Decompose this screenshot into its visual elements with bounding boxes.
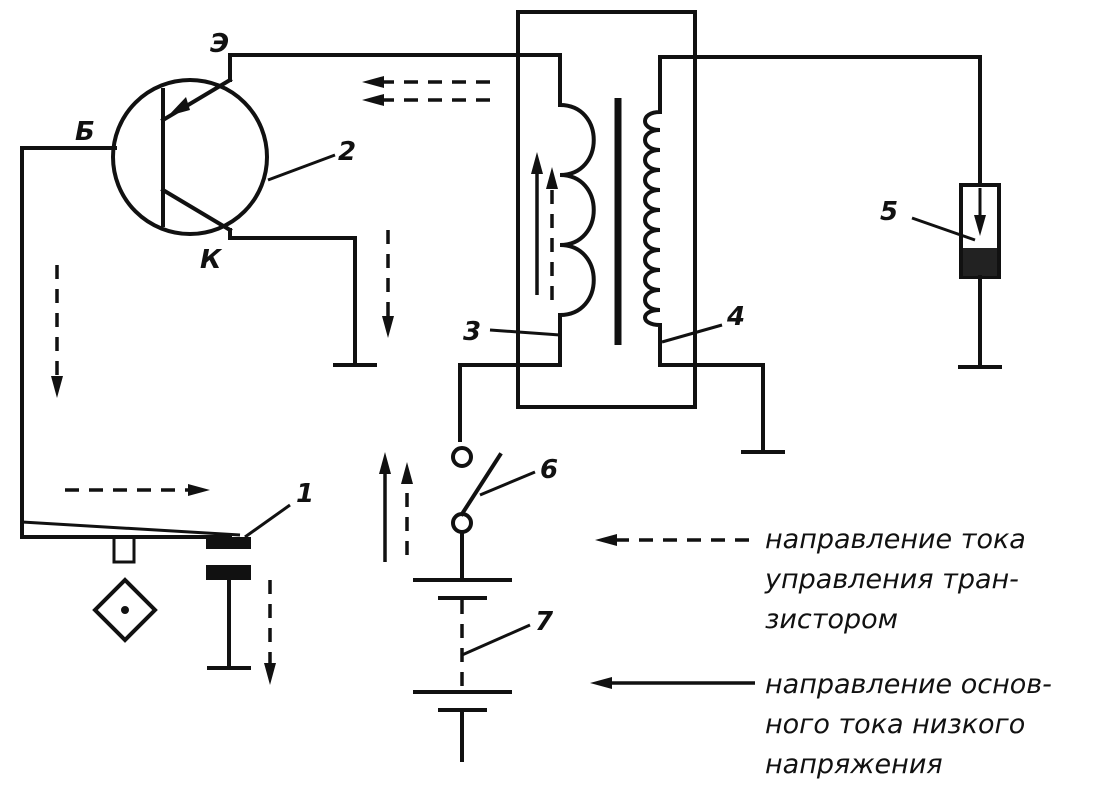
transistor-body <box>111 78 269 236</box>
label-4: 4 <box>726 302 745 332</box>
spark-plug-gap <box>963 248 997 276</box>
dashed-arrow-base-head <box>51 376 63 398</box>
spark-plug-arrow-head <box>974 215 986 236</box>
emitter-wire <box>228 53 562 107</box>
solid-arrow-coil-head <box>531 152 543 174</box>
leader-5 <box>911 216 976 242</box>
leader-1 <box>244 503 291 539</box>
label-1: 1 <box>296 479 314 509</box>
label-base: Б <box>75 117 95 147</box>
primary-to-switch-wire <box>458 363 562 442</box>
solid-arrow-battery-head <box>379 452 391 474</box>
transistor-emitter-arrow <box>168 97 190 116</box>
legend-main-current: направление основ- ного тока низкого нап… <box>590 669 1052 780</box>
label-2: 2 <box>338 137 356 167</box>
label-5: 5 <box>880 197 898 227</box>
label-3: 3 <box>463 317 481 347</box>
breaker-pad-top <box>206 537 251 549</box>
leader-6 <box>479 470 536 497</box>
breaker-cam <box>92 577 158 643</box>
label-6: 6 <box>540 455 558 485</box>
breaker-follower <box>112 535 136 564</box>
dashed-arrow-breaker-head <box>264 663 276 685</box>
legend-control-line-2: управления тран- <box>764 564 1019 595</box>
breaker-contacts <box>92 535 251 670</box>
transistor-collector-leg <box>160 187 233 233</box>
breaker-pad-bottom <box>206 565 251 580</box>
control-current-arrows <box>51 76 558 685</box>
ignition-coil-housing <box>516 10 697 409</box>
dashed-arrow-collector-head <box>382 316 394 338</box>
secondary-to-plug-wire <box>658 55 982 187</box>
legend-control-current: направление тока управления тран- зистор… <box>595 524 1026 635</box>
base-wire-slant <box>21 520 241 537</box>
label-collector: К <box>200 245 223 275</box>
leader-2 <box>267 153 336 182</box>
dashed-arrow-battery-head <box>401 462 413 484</box>
label-7: 7 <box>535 607 554 637</box>
battery <box>413 578 512 762</box>
legend-control-line-3: зистором <box>765 604 898 635</box>
legend-main-line-3: напряжения <box>765 749 943 780</box>
dashed-arrow-coil-head <box>546 167 558 189</box>
leader-7 <box>461 623 531 657</box>
switch-contact-top <box>451 446 473 468</box>
main-current-arrows <box>379 152 543 562</box>
spark-plug <box>958 183 1002 369</box>
legend-main-line-1: направление основ- <box>765 669 1052 700</box>
dashed-arrow-top-1-head <box>362 76 384 88</box>
legend-solid-arrow-head <box>590 677 612 689</box>
secondary-winding <box>643 58 662 367</box>
label-emitter: Э <box>210 29 229 59</box>
collector-wire <box>228 228 357 367</box>
legend-control-line-1: направление тока <box>765 524 1026 555</box>
switch-contact-bottom <box>451 512 473 534</box>
transistor <box>111 77 269 236</box>
primary-winding <box>557 102 596 318</box>
dashed-arrow-top-2-head <box>362 94 384 106</box>
leader-4 <box>661 323 723 344</box>
base-wire <box>20 146 232 539</box>
breaker-cam-center <box>121 606 129 614</box>
dashed-arrow-right-head <box>188 484 210 496</box>
switch-blade <box>459 452 503 517</box>
secondary-to-ground-wire <box>658 363 765 454</box>
leader-3 <box>489 328 561 337</box>
legend-main-line-2: ного тока низкого <box>765 709 1025 740</box>
legend-dashed-arrow-head <box>595 534 617 546</box>
